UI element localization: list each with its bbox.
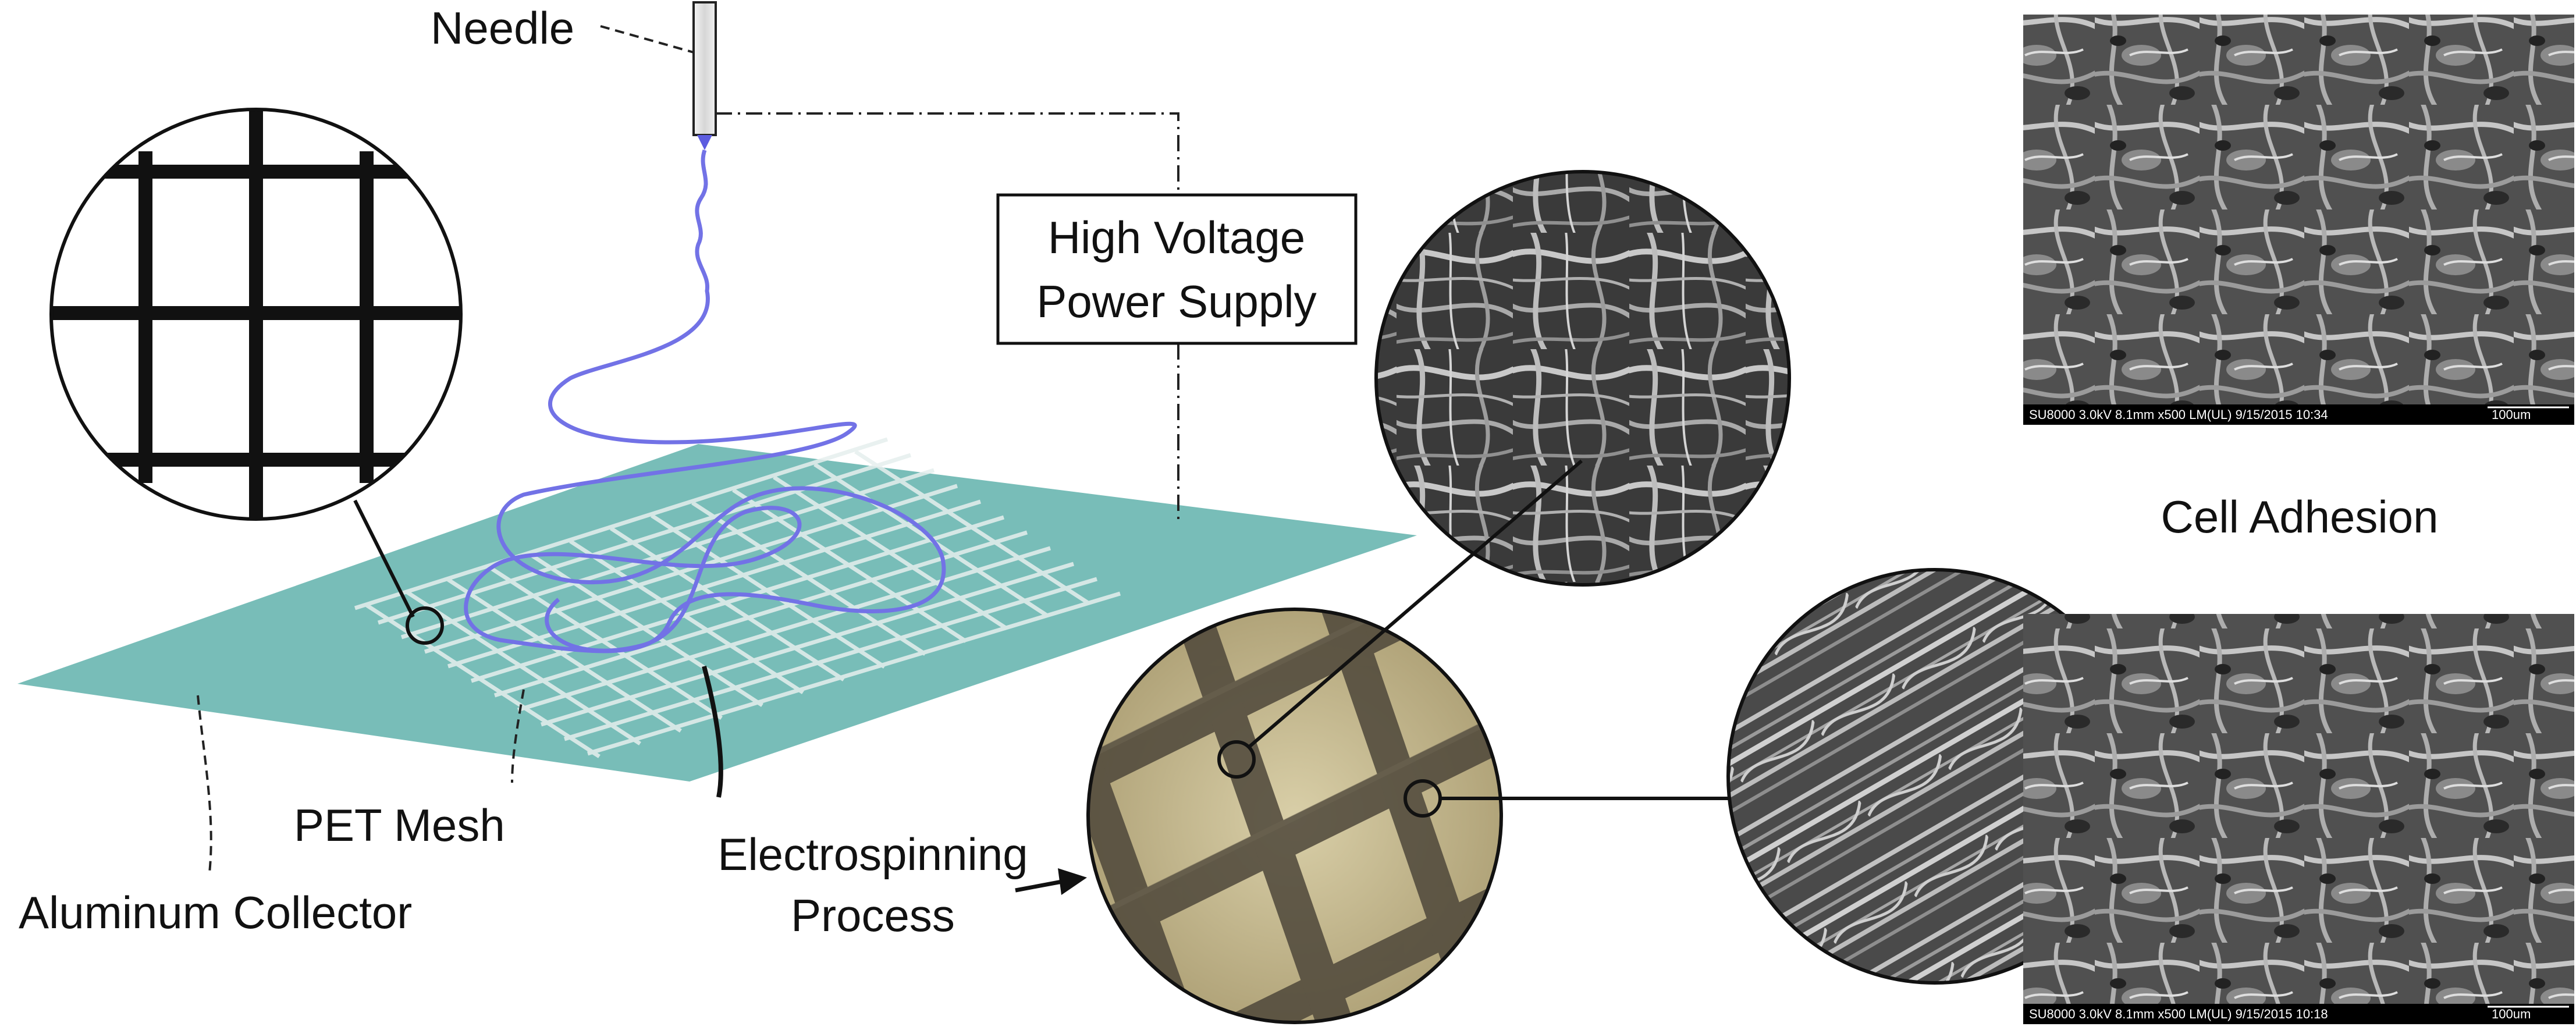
- cell-adhesion-sem-bottom: SU8000 3.0kV 8.1mm x500 LM(UL) 9/15/2015…: [2023, 614, 2574, 1024]
- hv-power-supply-box: [996, 193, 1358, 345]
- pet-mesh-leader: [511, 689, 525, 783]
- sem-caption-top: SU8000 3.0kV 8.1mm x500 LM(UL) 9/15/2015…: [2029, 407, 2328, 422]
- mesh-zoom-connector: [353, 499, 415, 618]
- electrospinning-label-line2: Process: [791, 890, 955, 941]
- process-arrow: [1015, 868, 1087, 895]
- cell-adhesion-label: Cell Adhesion: [2161, 491, 2439, 542]
- aluminum-collector-label: Aluminum Collector: [19, 887, 412, 938]
- aluminum-leader: [197, 695, 212, 873]
- fiber-jet: [464, 149, 946, 653]
- hv-top-wire: [716, 112, 1179, 195]
- electrospinning-leader: [702, 665, 723, 798]
- taylor-cone: [697, 135, 712, 150]
- electrospinning-label-line1: Electrospinning: [717, 829, 1028, 880]
- pet-mesh-grid: [354, 437, 1121, 758]
- sem-scale-top: 100um: [2492, 407, 2531, 422]
- aluminum-collector-plate: [17, 444, 1417, 782]
- random-fiber-sem-circle: [1374, 170, 1791, 587]
- micrograph-to-random-connector: [1248, 459, 1583, 749]
- mesh-zoom-marker: [406, 606, 444, 645]
- pet-mesh-label: PET Mesh: [294, 800, 505, 851]
- leader-lines: [197, 25, 1179, 873]
- needle-body: [692, 1, 717, 136]
- mesh-zoom-circle: [49, 108, 463, 521]
- sem-caption-bottom: SU8000 3.0kV 8.1mm x500 LM(UL) 9/15/2015…: [2029, 1007, 2328, 1021]
- cell-adhesion-sem-top: SU8000 3.0kV 8.1mm x500 LM(UL) 9/15/2015…: [2023, 15, 2574, 425]
- needle-label: Needle: [431, 2, 574, 54]
- hv-label-line2: Power Supply: [1036, 276, 1316, 327]
- micrograph-marker-top: [1217, 740, 1256, 779]
- hv-label-line1: High Voltage: [1048, 212, 1305, 263]
- sem-scale-bottom: 100um: [2492, 1007, 2531, 1021]
- needle-leader: [600, 25, 694, 54]
